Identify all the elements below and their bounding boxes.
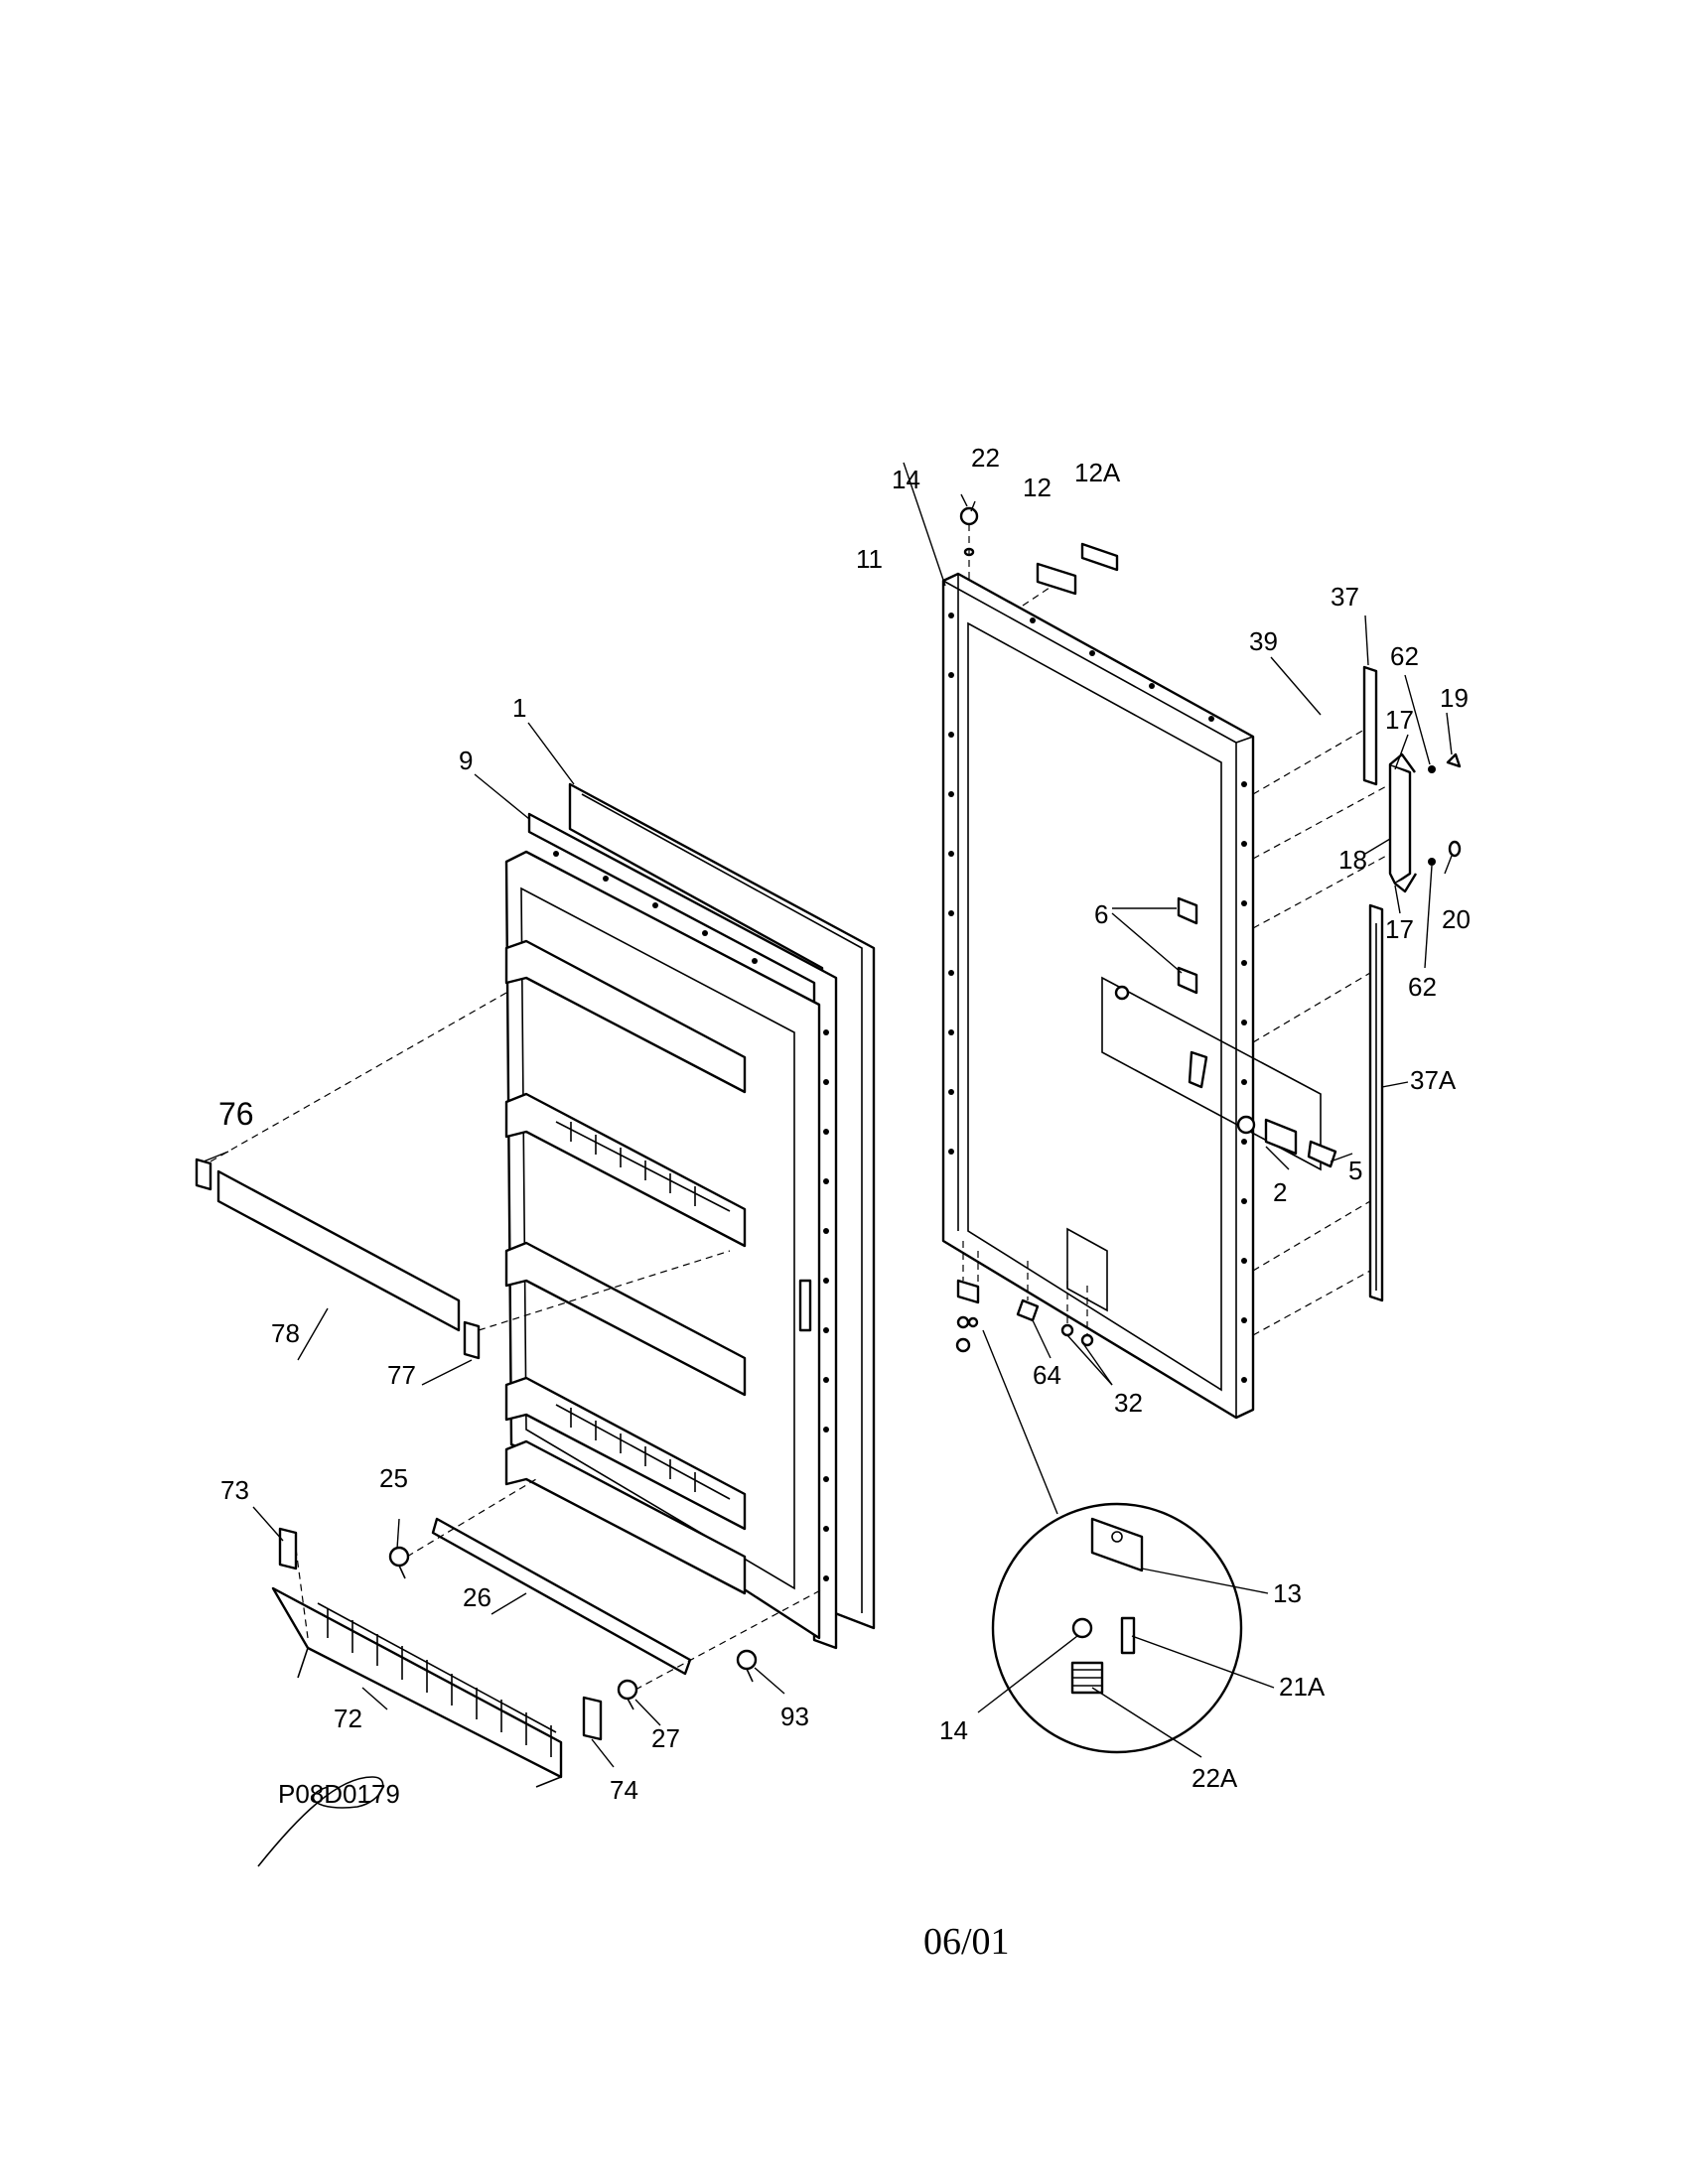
- assembly-lines-left: [210, 992, 825, 1691]
- lock-pin: [1114, 985, 1130, 1001]
- callout-labels: 1 9 76 78 77 73 25 26 72 74 27 93 14 22 …: [218, 443, 1471, 1805]
- callout-62-top: 62: [1390, 641, 1419, 671]
- detail-bracket-13: [1090, 1517, 1144, 1572]
- handle-trim-37: [1362, 665, 1378, 786]
- drawing-code-block: P08D0179: [257, 1776, 400, 1867]
- callout-1: 1: [512, 693, 526, 723]
- callout-77: 77: [387, 1360, 416, 1390]
- callout-14-top: 14: [892, 465, 920, 494]
- lock-washer: [1236, 1115, 1256, 1135]
- callout-39: 39: [1249, 626, 1278, 656]
- callout-17-top: 17: [1385, 705, 1414, 735]
- shelf-retainer-bar: [195, 1158, 481, 1360]
- screw-cover-20: [1448, 840, 1462, 858]
- callout-6: 6: [1094, 899, 1108, 929]
- plug-64: [1016, 1298, 1040, 1322]
- callout-17-bottom: 17: [1385, 914, 1414, 944]
- clip-6-top: [1177, 896, 1198, 925]
- door-shelves: [504, 939, 747, 1595]
- bottom-hinge-bracket: [956, 1279, 980, 1304]
- callout-72: 72: [334, 1704, 362, 1733]
- top-hinge-parts: [959, 506, 1119, 607]
- end-cap-76: [195, 1158, 212, 1191]
- callout-32: 32: [1114, 1388, 1143, 1418]
- liner-slot: [798, 1279, 812, 1332]
- callout-74: 74: [610, 1775, 638, 1805]
- assembly-lines-handle: [1252, 729, 1391, 1336]
- lock-cylinder: [1264, 1118, 1298, 1156]
- clip-6-bottom: [1177, 966, 1198, 995]
- panel-holes: [948, 613, 1247, 1383]
- callout-37: 37: [1331, 582, 1359, 612]
- lock-latch: [1188, 1050, 1208, 1089]
- callout-12: 12: [1023, 473, 1052, 502]
- callout-5: 5: [1348, 1156, 1362, 1185]
- screw-cover-19: [1446, 752, 1462, 768]
- callout-21a: 21A: [1279, 1672, 1326, 1702]
- top-hinge-bushing: [959, 506, 979, 526]
- callout-64: 64: [1033, 1360, 1061, 1390]
- label-12: [1036, 562, 1077, 596]
- lock-parts: [1114, 896, 1337, 1168]
- callout-2: 2: [1273, 1177, 1287, 1207]
- label-12a: [1080, 542, 1119, 572]
- callout-13: 13: [1273, 1578, 1302, 1608]
- callout-27: 27: [651, 1723, 680, 1753]
- callout-76: 76: [218, 1096, 254, 1132]
- callout-25: 25: [379, 1463, 408, 1493]
- door-handle: [1388, 762, 1412, 886]
- door-panel: [941, 572, 1255, 1420]
- callout-12a: 12A: [1074, 458, 1121, 487]
- lock-key-5: [1307, 1140, 1337, 1168]
- hinge-detail: [982, 1329, 1243, 1754]
- detail-circle: [991, 1502, 1243, 1754]
- callout-11: 11: [856, 544, 883, 574]
- callout-9: 9: [459, 746, 473, 775]
- liner-holes: [553, 851, 829, 1581]
- breaker-frame: [527, 812, 838, 1650]
- basket-clip-74: [582, 1696, 603, 1741]
- detail-washer-14: [1071, 1617, 1093, 1639]
- callout-22a: 22A: [1192, 1763, 1238, 1793]
- lower-basket: [271, 1586, 563, 1788]
- detail-screw-21a: [1120, 1616, 1136, 1655]
- callout-18: 18: [1338, 845, 1367, 875]
- basket-clip-73: [278, 1527, 298, 1570]
- callout-22: 22: [971, 443, 1000, 473]
- retainer-rod: [431, 1517, 692, 1676]
- callout-73: 73: [220, 1475, 249, 1505]
- callout-20: 20: [1442, 904, 1471, 934]
- callout-26: 26: [463, 1582, 491, 1612]
- outer-door-panel: [941, 572, 1322, 1420]
- callout-93: 93: [780, 1702, 809, 1731]
- handle-assembly: [1362, 665, 1462, 1302]
- callout-leaders: [203, 462, 1453, 1768]
- callout-37a: 37A: [1410, 1065, 1457, 1095]
- inner-door-liner-assembly: [504, 782, 876, 1650]
- callout-78: 78: [271, 1318, 300, 1348]
- callout-14-detail: 14: [939, 1715, 968, 1745]
- callout-19: 19: [1440, 683, 1469, 713]
- drawing-date: 06/01: [923, 1921, 1010, 1963]
- callout-62-bottom: 62: [1408, 972, 1437, 1002]
- bottom-hinge-parts: [955, 1241, 1094, 1353]
- end-cap-77: [463, 1320, 481, 1360]
- drawing-code: P08D0179: [278, 1779, 400, 1809]
